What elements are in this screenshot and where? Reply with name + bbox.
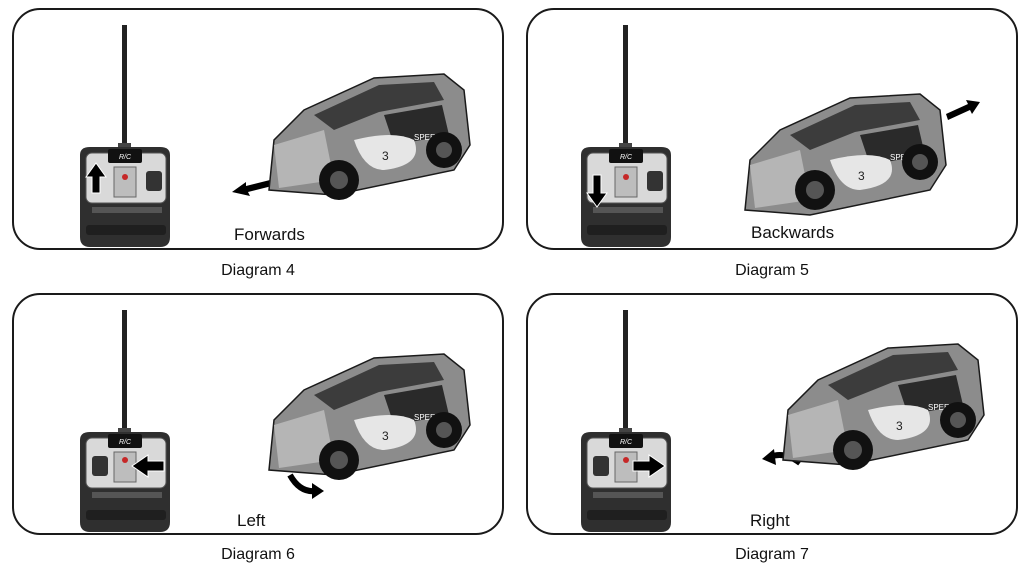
diagram-5-label: Diagram 5 (735, 262, 809, 279)
car-decal-text: SPEED (414, 133, 441, 142)
remote-control: R/C (80, 25, 170, 247)
car-number: 3 (858, 169, 865, 183)
diagram-4-panel: R/C 3 SPEED Forwards (12, 8, 504, 250)
remote-control: R/C (80, 310, 170, 532)
diagram-7-caption: Right (750, 511, 790, 530)
diagram-4-label: Diagram 4 (221, 262, 295, 279)
car-number: 3 (382, 429, 389, 443)
diagram-6-panel: R/C 3 SPEED Left (12, 293, 504, 535)
diagram-5-caption: Backwards (751, 223, 835, 242)
car-decal-text: SPEED (414, 413, 441, 422)
rc-car: 3 SPEED (744, 93, 947, 216)
remote-logo: R/C (119, 154, 132, 161)
diagram-6-label: Diagram 6 (221, 546, 295, 563)
remote-logo: R/C (119, 439, 132, 446)
diagram-6-caption: Left (237, 511, 266, 530)
diagram-4-illustration: R/C 3 SPEED (80, 25, 471, 247)
diagram-5-illustration: R/C 3 SPEED (581, 25, 980, 247)
rc-car: 3 SPEED (268, 73, 471, 200)
rc-car: 3 SPEED (268, 353, 471, 480)
car-number: 3 (896, 419, 903, 433)
remote-control: R/C (581, 310, 671, 532)
car-number: 3 (382, 149, 389, 163)
remote-logo: R/C (620, 439, 633, 446)
remote-control: R/C (581, 25, 671, 247)
arrow-forward-icon (232, 180, 272, 196)
car-decal-text: SPEED (928, 403, 955, 412)
rc-car: 3 SPEED (782, 343, 985, 470)
diagram-7-panel: R/C 3 SPEED Right (526, 293, 1018, 535)
diagram-7-label: Diagram 7 (735, 546, 809, 563)
diagram-5-panel: R/C 3 SPEED Backwards (526, 8, 1018, 250)
diagram-6-illustration: R/C 3 SPEED (80, 310, 471, 532)
arrow-backward-icon (946, 100, 980, 120)
remote-logo: R/C (620, 154, 633, 161)
diagram-7-illustration: R/C 3 SPEED (581, 310, 985, 532)
diagram-4-caption: Forwards (234, 225, 305, 244)
